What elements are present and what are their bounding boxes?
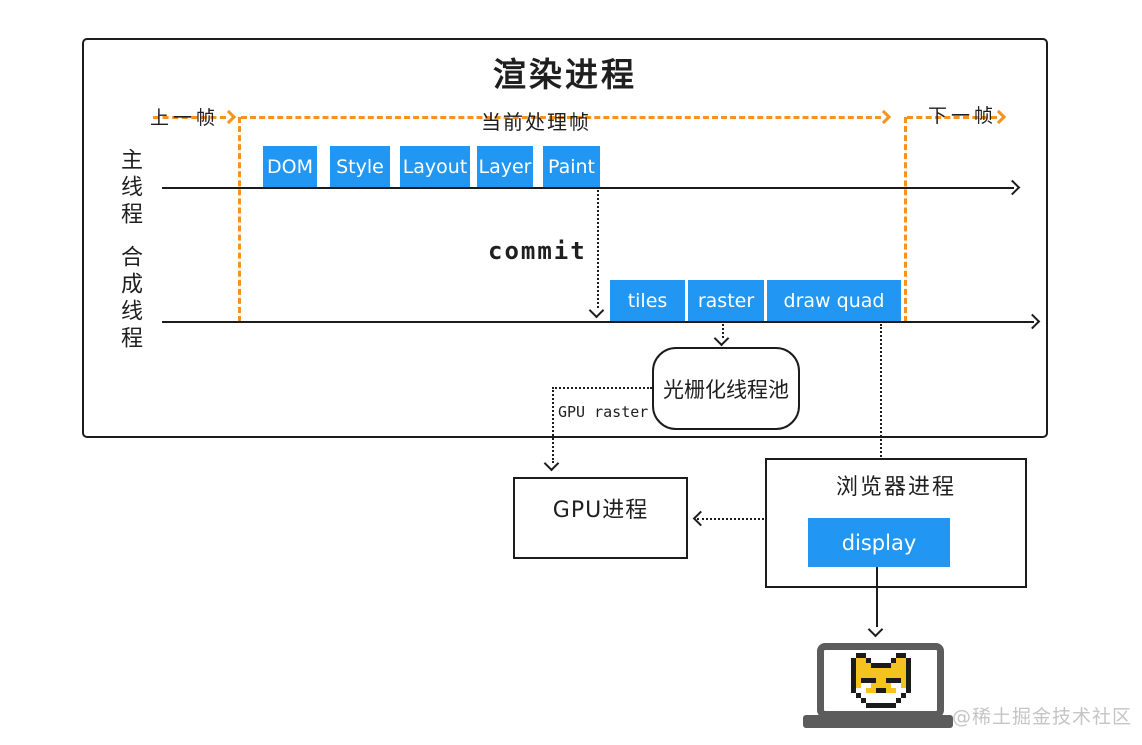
- prev-frame-label: 上一帧: [150, 107, 220, 129]
- render-process-box: [82, 38, 1048, 438]
- stage-style: Style: [330, 146, 390, 187]
- next-frame-dashed-line: [907, 116, 997, 119]
- stage-draw-quad: draw quad: [767, 280, 901, 321]
- next-frame-start-line: [904, 117, 907, 322]
- page-title: 渲染进程: [493, 55, 637, 94]
- compositor-thread-timeline: [162, 321, 1034, 323]
- raster-to-pool-line: [722, 324, 724, 338]
- watermark: @稀土掘金技术社区: [952, 706, 1133, 728]
- display-box: display: [808, 518, 950, 567]
- gpu-raster-line-horizontal: [552, 387, 652, 389]
- display-to-laptop-line: [876, 567, 878, 627]
- gpu-process-title: GPU进程: [552, 498, 649, 523]
- browser-to-gpu-arrowhead-icon: [692, 510, 709, 527]
- browser-to-gpu-line: [697, 518, 764, 520]
- gpu-raster-arrowhead-icon: [543, 455, 560, 472]
- draw-quad-to-display-line: [880, 324, 882, 508]
- raster-pool-box: 光栅化线程池: [652, 347, 800, 430]
- stage-layout: Layout: [400, 146, 470, 187]
- main-thread-label: 主线程: [117, 148, 142, 229]
- commit-arrow-line: [597, 190, 599, 308]
- stage-paint: Paint: [543, 146, 600, 187]
- browser-process-title: 浏览器进程: [835, 475, 956, 500]
- shiba-dog-icon: [850, 653, 911, 708]
- compositor-thread-label: 合成线程: [117, 245, 142, 353]
- prev-frame-dashed-line: [153, 116, 226, 119]
- stage-raster: raster: [688, 280, 764, 321]
- gpu-raster-label: GPU raster: [558, 403, 649, 421]
- display-to-laptop-arrowhead-icon: [867, 621, 884, 638]
- current-frame-dashed-line: [241, 116, 881, 119]
- main-thread-timeline: [162, 187, 1014, 189]
- gpu-process-box: GPU进程: [513, 477, 688, 559]
- commit-label: commit: [488, 237, 587, 265]
- laptop-icon: [817, 643, 944, 718]
- current-frame-start-line: [238, 117, 241, 322]
- current-frame-label: 当前处理帧: [481, 110, 591, 134]
- stage-dom: DOM: [263, 146, 317, 187]
- gpu-raster-line-vertical: [552, 387, 554, 463]
- laptop-base: [803, 715, 953, 728]
- next-frame-label: 下一帧: [928, 105, 998, 127]
- stage-layer: Layer: [477, 146, 533, 187]
- stage-tiles: tiles: [610, 280, 685, 321]
